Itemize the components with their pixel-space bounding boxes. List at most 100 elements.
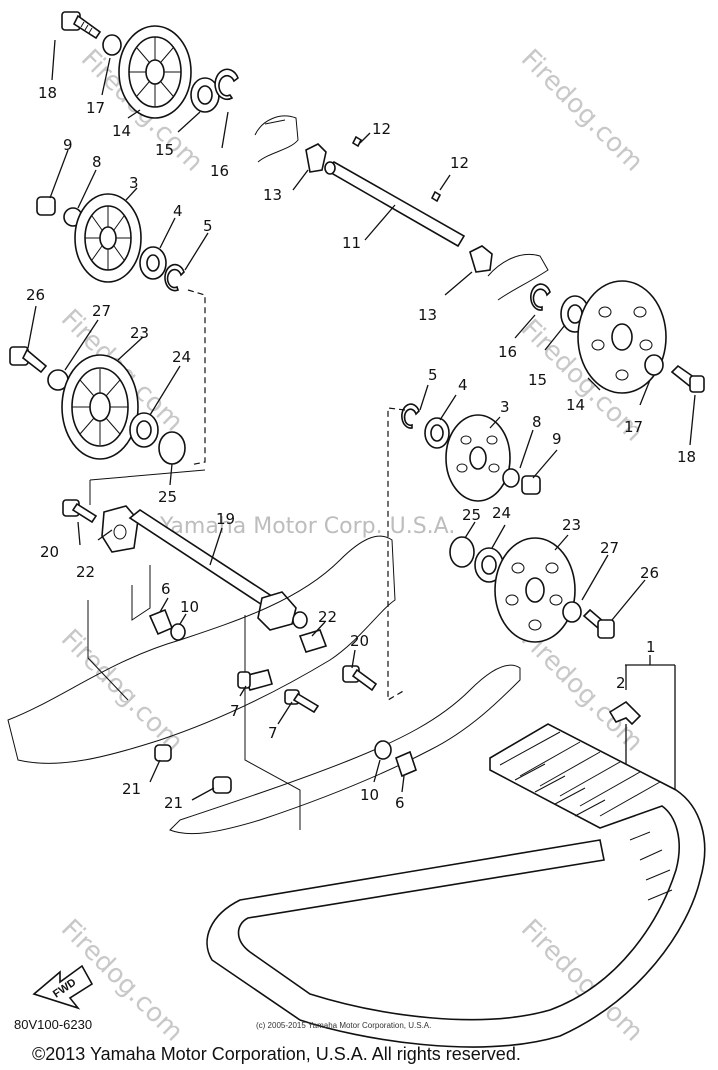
right-wheel-3-group — [387, 384, 558, 702]
roll-pin-12-b-icon — [430, 190, 442, 203]
callout-26-right: 26 — [640, 564, 659, 582]
left-wheel-3-group — [36, 149, 209, 292]
bearing-4-right-icon — [424, 417, 450, 449]
collar-25-right-icon — [449, 536, 475, 568]
frame-fragment-right-icon — [487, 254, 549, 301]
bolt-26-left-icon — [9, 346, 48, 374]
bearing-4-left-icon — [139, 246, 167, 280]
small-copyright: (c) 2005-2015 Yamaha Motor Corporation, … — [256, 1021, 431, 1030]
bolt-7-left-icon — [237, 669, 273, 691]
callout-22-right: 22 — [318, 608, 337, 626]
collar-25-left-icon — [158, 431, 186, 465]
nut-9-left-icon — [36, 196, 56, 216]
assembly-line-left — [187, 289, 206, 466]
wheel-14-left-icon — [118, 25, 192, 119]
callout-10-right: 10 — [360, 786, 379, 804]
callout-14-left: 14 — [112, 122, 131, 140]
fwd-arrow-icon: FWD — [32, 964, 94, 1010]
part-code: 80V100-6230 — [14, 1017, 92, 1032]
callout-23-left: 23 — [130, 324, 149, 342]
bracket-22-right-icon — [298, 629, 328, 653]
track-group — [206, 655, 706, 1048]
wheel-3-left-icon — [74, 193, 142, 283]
callout-11: 11 — [342, 234, 361, 252]
callout-18-left: 18 — [38, 84, 57, 102]
callout-12-top: 12 — [372, 120, 391, 138]
callout-27-right: 27 — [600, 539, 619, 557]
callout-8-right: 8 — [532, 413, 542, 431]
circlip-16-left-icon — [214, 68, 239, 101]
bolt-20-right-icon — [342, 665, 378, 692]
callout-24-left: 24 — [172, 348, 191, 366]
callout-19: 19 — [216, 510, 235, 528]
callout-7-left: 7 — [230, 702, 240, 720]
washer-10-right-icon — [374, 740, 392, 760]
callout-5-right: 5 — [428, 366, 438, 384]
spacer-6-left-icon — [148, 608, 174, 636]
bolt-26-right-icon — [582, 608, 615, 639]
right-upper-idler-group — [514, 280, 705, 446]
callout-13-right: 13 — [418, 306, 437, 324]
upper-left-idler-group — [51, 11, 239, 149]
callout-25-right: 25 — [462, 506, 481, 524]
callout-21-right: 21 — [164, 794, 183, 812]
axle-group — [254, 115, 549, 301]
watermark-yamaha: Yamaha Motor Corp. U.S.A. — [159, 514, 455, 539]
roll-pin-12-a-icon — [351, 135, 363, 148]
callout-16-right: 16 — [498, 343, 517, 361]
callout-13-left: 13 — [263, 186, 282, 204]
callout-12-mid: 12 — [450, 154, 469, 172]
track-clip-2-icon — [608, 700, 642, 726]
callout-3-right: 3 — [500, 398, 510, 416]
right-wheel-23-group — [449, 521, 646, 643]
callout-3-left: 3 — [129, 174, 139, 192]
callout-22-left: 22 — [76, 563, 95, 581]
bearing-15-left-icon — [190, 77, 220, 113]
bracket-22-left-icon — [101, 505, 139, 553]
bracket-13-left-icon — [305, 143, 327, 173]
nut-9-right-icon — [521, 475, 541, 495]
circlip-16-right-icon — [530, 283, 551, 311]
callout-23-right: 23 — [562, 516, 581, 534]
callout-25-left: 25 — [158, 488, 177, 506]
callout-7-mid: 7 — [268, 724, 278, 742]
bolt-18-icon — [61, 11, 102, 40]
bolt-7-mid-icon — [284, 689, 320, 714]
wheel-14-right-icon — [577, 280, 667, 394]
nut-21-left-icon — [154, 744, 172, 762]
bearing-24-left-icon — [129, 412, 159, 448]
washer-27-right-icon — [562, 601, 582, 623]
callout-4-left: 4 — [173, 202, 183, 220]
watermark-firedog-2: Firedog.com — [515, 44, 649, 178]
callout-1: 1 — [646, 638, 656, 656]
callout-20-right: 20 — [350, 632, 369, 650]
callout-18-right: 18 — [677, 448, 696, 466]
rear-axle-group — [62, 499, 328, 653]
callout-17-right: 17 — [624, 418, 643, 436]
wheel-3-right-icon — [445, 414, 511, 502]
callout-14-right: 14 — [566, 396, 585, 414]
washer-8-right-icon — [502, 468, 520, 488]
callout-15-left: 15 — [155, 141, 174, 159]
callout-2: 2 — [616, 674, 626, 692]
callout-9-left: 9 — [63, 136, 73, 154]
circlip-5-right-icon — [401, 403, 420, 429]
washer-17-icon — [102, 34, 122, 56]
callout-24-right: 24 — [492, 504, 511, 522]
washer-10-left-icon — [170, 623, 186, 641]
circlip-5-left-icon — [164, 263, 185, 292]
callout-15-right: 15 — [528, 371, 547, 389]
track-1-icon — [206, 723, 706, 1048]
callout-10-left: 10 — [180, 598, 199, 616]
wheel-23-left-icon — [61, 354, 139, 460]
callout-5-left: 5 — [203, 217, 213, 235]
callout-17-left: 17 — [86, 99, 105, 117]
footer-copyright: ©2013 Yamaha Motor Corporation, U.S.A. A… — [32, 1044, 521, 1064]
callout-6-left: 6 — [161, 580, 171, 598]
callout-8-left: 8 — [92, 153, 102, 171]
callout-21-left: 21 — [122, 780, 141, 798]
callout-9-right: 9 — [552, 430, 562, 448]
left-wheel-23-group — [9, 289, 206, 486]
callout-4-right: 4 — [458, 376, 468, 394]
